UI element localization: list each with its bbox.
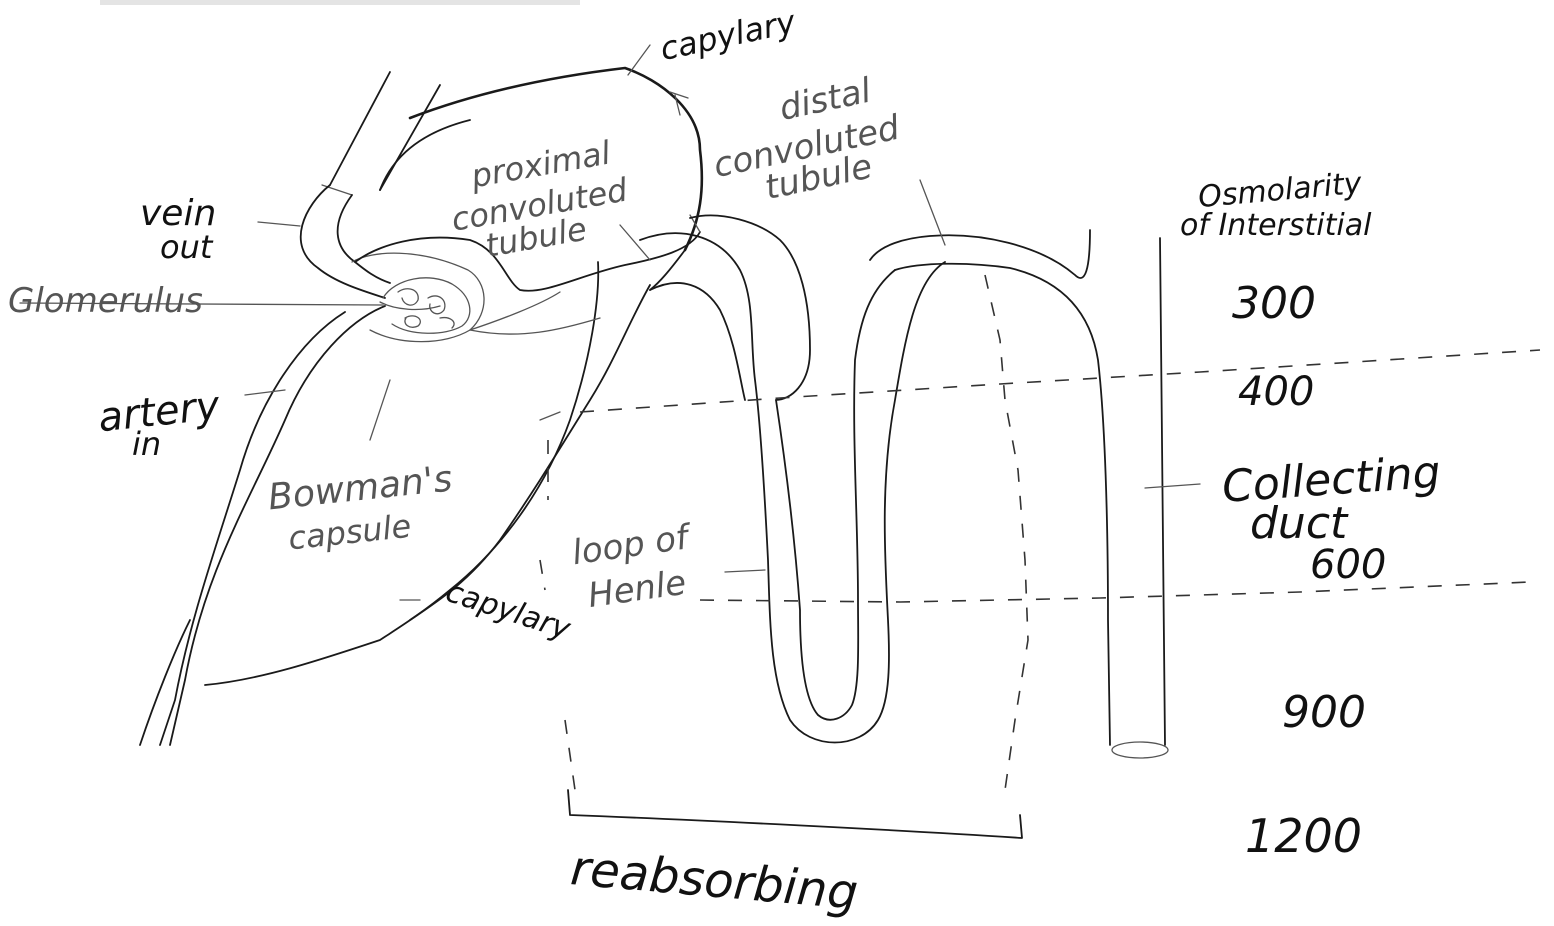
reabsorbing-label: reabsorbing: [568, 840, 860, 921]
osmolarity-300: 300: [1232, 278, 1316, 329]
osmolarity-600: 600: [1310, 542, 1386, 588]
svg-text:out: out: [160, 228, 214, 266]
loop-of-henle-label: loop of Henle: [570, 517, 696, 616]
glomerulus-label: Glomerulus: [8, 281, 203, 321]
distal-tubule: [870, 230, 1110, 745]
vein-vessel: [301, 72, 440, 298]
distal-label: distal convoluted tubule: [710, 71, 903, 209]
collecting-duct: [1112, 238, 1200, 758]
svg-text:Henle: Henle: [586, 563, 689, 616]
osmolarity-1200: 1200: [1245, 809, 1362, 863]
osmolarity-400: 400: [1238, 369, 1314, 415]
top-grey-bar: [100, 0, 580, 5]
svg-text:Bowman's: Bowman's: [266, 458, 454, 518]
glomerulus: [380, 278, 470, 333]
svg-text:of Interstitial: of Interstitial: [1180, 208, 1372, 243]
capillary-top-label: capylary: [657, 2, 800, 68]
bowmans-label: Bowman's capsule: [266, 458, 454, 557]
collecting-duct-label: Collecting duct: [1220, 447, 1442, 549]
svg-text:in: in: [132, 425, 161, 463]
osmolarity-header: Osmolarity of Interstitial: [1180, 166, 1372, 243]
osmolarity-900: 900: [1282, 687, 1366, 738]
loop-of-henle: [640, 215, 945, 742]
vein-out-label: vein out: [140, 193, 216, 266]
reabsorbing-bracket: [568, 790, 1022, 838]
capillary-bottom-label: capylary: [442, 574, 576, 647]
proximal-label: proximal convoluted tubule: [449, 133, 631, 264]
artery-in-label: artery in: [96, 383, 223, 463]
